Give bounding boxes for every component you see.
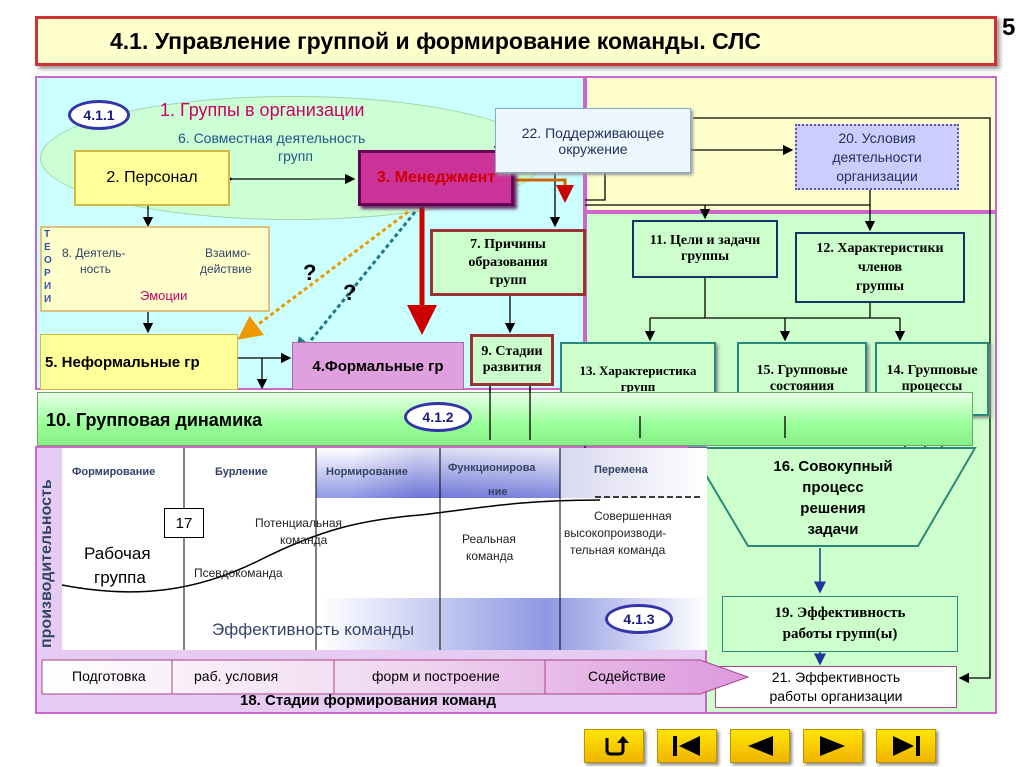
working-group-label-b: группа xyxy=(94,568,146,587)
activity-label-b: ность xyxy=(80,262,112,276)
stage-performing-b: ние xyxy=(488,486,508,498)
first-slide-button[interactable] xyxy=(657,729,717,763)
perfect-team-label-c: тельная команда xyxy=(570,543,666,557)
next-slide-icon xyxy=(820,736,845,756)
interaction-label-b: действие xyxy=(200,262,252,276)
joint-activity-label-b: групп xyxy=(278,148,313,164)
interaction-label-a: Взаимо- xyxy=(205,246,251,260)
formal-groups-box: 4.Формальные гр xyxy=(292,342,464,390)
badge-4-1-2: 4.1.2 xyxy=(404,402,472,432)
badge-4-1-3: 4.1.3 xyxy=(605,604,673,634)
label-17-box: 17 xyxy=(164,508,204,538)
activity-label-a: 8. Деятель- xyxy=(62,246,126,260)
stage-storming: Бурление xyxy=(215,466,268,478)
team-efficiency-label: Эффективность команды xyxy=(212,620,415,639)
potential-team-label-b: команда xyxy=(280,533,328,547)
question-mark-2: ? xyxy=(343,280,357,305)
real-team-label-b: команда xyxy=(466,549,514,563)
informal-groups-box: 5. Неформальные гр xyxy=(40,334,238,390)
working-group-label-a: Рабочая xyxy=(84,544,151,563)
last-slide-button[interactable] xyxy=(876,729,936,763)
stage-performing-a: Функционирова xyxy=(448,462,536,474)
perfect-team-label-a: Совершенная xyxy=(594,509,672,523)
return-button[interactable] xyxy=(584,729,644,763)
stage-adjourning: Перемена xyxy=(594,464,648,476)
first-slide-icon xyxy=(673,736,700,756)
badge-4-1-1: 4.1.1 xyxy=(68,100,130,130)
page-number: 5 xyxy=(1002,14,1016,41)
stage-forming: Формирование xyxy=(72,466,156,478)
groups-in-org-label: 1. Группы в организации xyxy=(160,100,365,120)
stage-header-bar-strong xyxy=(316,448,560,498)
title-banner xyxy=(35,16,997,66)
pseudo-team-label: Псевдокоманда xyxy=(194,566,283,580)
efficiency-bar xyxy=(62,598,707,650)
stage-assistance: Содействие xyxy=(588,668,666,684)
real-team-label-a: Реальная xyxy=(462,532,516,546)
stage-work-conditions: раб. условия xyxy=(194,668,279,684)
stage-preparation: Подготовка xyxy=(72,668,146,684)
stage-formation: форм и построение xyxy=(372,668,500,684)
productivity-axis-label: производительность xyxy=(38,479,55,648)
theory-box xyxy=(40,226,270,312)
question-mark-1: ? xyxy=(303,260,317,285)
next-slide-button[interactable] xyxy=(803,729,863,763)
last-slide-icon xyxy=(893,736,920,756)
group-dynamics-bar xyxy=(37,392,973,446)
prev-slide-icon xyxy=(748,736,773,756)
potential-team-label-a: Потенциальная xyxy=(255,516,342,530)
personnel-box: 2. Персонал xyxy=(74,150,230,206)
emotions-label: Эмоции xyxy=(140,288,188,303)
page-title: 4.1. Управление группой и формирование к… xyxy=(110,28,761,54)
management-box: 3. Менеджмент xyxy=(358,150,514,206)
team-formation-stages-label: 18. Стадии формирования команд xyxy=(240,692,497,709)
prev-slide-button[interactable] xyxy=(730,729,790,763)
stage-norming: Нормирование xyxy=(326,466,408,478)
group-dynamics-label: 10. Групповая динамика xyxy=(46,410,263,430)
return-icon xyxy=(605,736,629,756)
joint-activity-label-a: 6. Совместная деятельность xyxy=(178,130,366,146)
perfect-team-label-b: высокопроизводи- xyxy=(564,526,667,540)
